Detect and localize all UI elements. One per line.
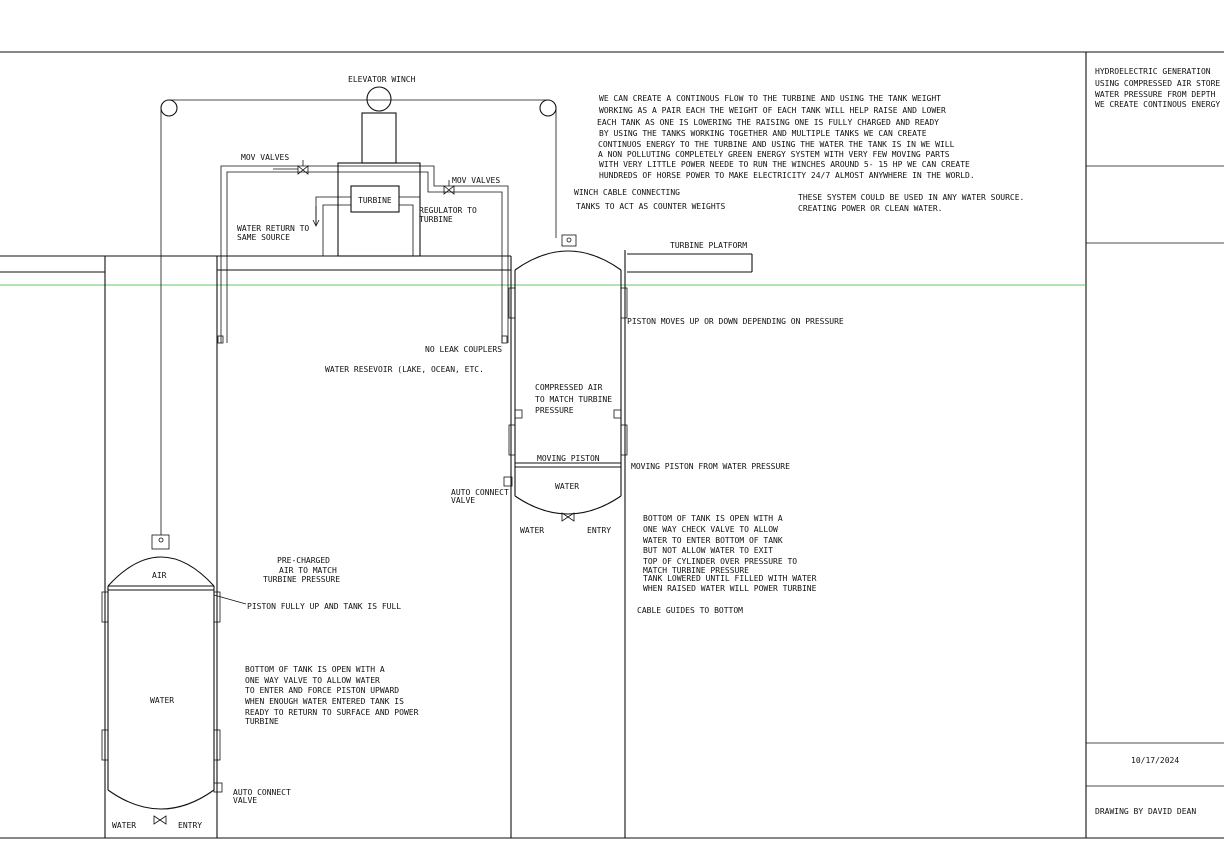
note-line: TANK LOWERED UNTIL FILLED WITH WATER: [643, 574, 817, 583]
label-winch-cable-1: WINCH CABLE CONNECTING: [574, 188, 680, 197]
coupler-left: [217, 335, 224, 344]
note-line: CONTINUOS ENERGY TO THE TURBINE AND USIN…: [598, 140, 955, 149]
title-line-2: USING COMPRESSED AIR STORE: [1095, 79, 1220, 88]
note-line: WE CAN CREATE A CONTINOUS FLOW TO THE TU…: [599, 94, 941, 103]
label-moving-piston-from: MOVING PISTON FROM WATER PRESSURE: [631, 462, 790, 471]
label-mov-valves-left: MOV VALVES: [241, 153, 289, 162]
title-line-1: HYDROELECTRIC GENERATION: [1095, 67, 1211, 76]
title-block: HYDROELECTRIC GENERATION USING COMPRESSE…: [1095, 67, 1220, 816]
label-water-left-tank: WATER: [150, 696, 174, 705]
left-pulley: [160, 99, 178, 117]
title-line-4: WE CREATE CONTINOUS ENERGY: [1095, 100, 1220, 109]
label-no-leak-couplers: NO LEAK COUPLERS: [425, 345, 502, 354]
label-water-return-1: WATER RETURN TO: [237, 224, 309, 233]
note-line: EACH TANK AS ONE IS LOWERING THE RAISING…: [597, 118, 939, 127]
mov-valve-right: [443, 185, 455, 195]
note-line: ONE WAY CHECK VALVE TO ALLOW: [643, 525, 778, 534]
label-entry-left-bottom: ENTRY: [178, 821, 202, 830]
label-regulator-2: TURBINE: [419, 215, 453, 224]
label-elevator-winch: ELEVATOR WINCH: [348, 75, 416, 84]
drawing-date: 10/17/2024: [1131, 756, 1179, 765]
winch-housing: [361, 112, 397, 164]
mov-valve-left: [297, 165, 309, 175]
note-line: WITH VERY LITTLE POWER NEEDE TO RUN THE …: [599, 160, 970, 169]
label-piston-full: PISTON FULLY UP AND TANK IS FULL: [247, 602, 401, 611]
note-line: BOTTOM OF TANK IS OPEN WITH A: [643, 514, 783, 523]
note-line: A NON POLLUTING COMPLETELY GREEN ENERGY …: [598, 150, 950, 159]
note-line: ONE WAY VALVE TO ALLOW WATER: [245, 676, 380, 685]
note-line: BOTTOM OF TANK IS OPEN WITH A: [245, 665, 385, 674]
top-note: WE CAN CREATE A CONTINOUS FLOW TO THE TU…: [597, 94, 975, 180]
shaft-walls: [104, 250, 626, 838]
label-turbine: TURBINE: [358, 196, 392, 205]
note-line: BY USING THE TANKS WORKING TOGETHER AND …: [599, 129, 927, 138]
label-water-right-tank: WATER: [555, 482, 579, 491]
side-note-line-2: CREATING POWER OR CLEAN WATER.: [798, 204, 943, 213]
note-line: MATCH TURBINE PRESSURE: [643, 566, 749, 575]
note-line: WHEN ENOUGH WATER ENTERED TANK IS: [245, 697, 404, 706]
label-piston-moves: PISTON MOVES UP OR DOWN DEPENDING ON PRE…: [627, 317, 844, 326]
label-water-right-bottom: WATER: [520, 526, 544, 535]
label-regulator-1: REGULATOR TO: [419, 206, 477, 215]
note-line: BUT NOT ALLOW WATER TO EXIT: [643, 546, 773, 555]
bottom-right-note: BOTTOM OF TANK IS OPEN WITH A ONE WAY CH…: [643, 514, 817, 593]
label-compressed-air-1: COMPRESSED AIR: [535, 383, 603, 392]
label-moving-piston: MOVING PISTON: [537, 454, 600, 463]
label-compressed-air-2: TO MATCH TURBINE: [535, 395, 612, 404]
note-line: WHEN RAISED WATER WILL POWER TURBINE: [643, 584, 817, 593]
left-tank: [101, 534, 247, 825]
label-precharged-2: AIR TO MATCH: [279, 566, 337, 575]
label-reservoir: WATER RESEVOIR (LAKE, OCEAN, ETC.: [325, 365, 484, 374]
note-line: HUNDREDS OF HORSE POWER TO MAKE ELECTRIC…: [599, 171, 975, 180]
label-cable-guides: CABLE GUIDES TO BOTTOM: [637, 606, 743, 615]
label-auto-connect-right-2: VALVE: [451, 496, 475, 505]
bottom-left-note: BOTTOM OF TANK IS OPEN WITH A ONE WAY VA…: [245, 665, 419, 726]
note-line: READY TO RETURN TO SURFACE AND POWER: [245, 708, 419, 717]
label-turbine-platform: TURBINE PLATFORM: [670, 241, 747, 250]
right-pulley: [539, 99, 557, 117]
label-auto-connect-left-1: AUTO CONNECT: [233, 788, 291, 797]
drawing-frame: [0, 51, 1224, 839]
winch-base: [337, 162, 421, 257]
label-mov-valves-right: MOV VALVES: [452, 176, 500, 185]
note-line: TURBINE: [245, 717, 279, 726]
note-line: WORKING AS A PAIR EACH THE WEIGHT OF EAC…: [599, 106, 946, 115]
label-precharged-3: TURBINE PRESSURE: [263, 575, 340, 584]
note-line: TO ENTER AND FORCE PISTON UPWARD: [245, 686, 399, 695]
label-auto-connect-left-2: VALVE: [233, 796, 257, 805]
label-water-left-bottom: WATER: [112, 821, 136, 830]
coupler-right: [501, 335, 508, 344]
side-note-line-1: THESE SYSTEM COULD BE USED IN ANY WATER …: [798, 193, 1024, 202]
platforms: [0, 253, 753, 273]
title-line-3: WATER PRESSURE FROM DEPTH: [1095, 90, 1216, 99]
piping: [217, 160, 509, 344]
drawn-by: DRAWING BY DAVID DEAN: [1095, 807, 1196, 816]
label-auto-connect-right-1: AUTO CONNECT: [451, 488, 509, 497]
note-line: WATER TO ENTER BOTTOM OF TANK: [643, 536, 783, 545]
winch-system: [160, 86, 557, 535]
elevator-winch-drum: [366, 86, 392, 112]
label-compressed-air-3: PRESSURE: [535, 406, 574, 415]
right-tank: [503, 234, 628, 522]
label-water-return-2: SAME SOURCE: [237, 233, 290, 242]
label-precharged-1: PRE-CHARGED: [277, 556, 330, 565]
label-entry-right-bottom: ENTRY: [587, 526, 611, 535]
note-line: TOP OF CYLINDER OVER PRESSURE TO: [643, 557, 797, 566]
label-air-left-tank: AIR: [152, 571, 167, 580]
label-winch-cable-2: TANKS TO ACT AS COUNTER WEIGHTS: [576, 202, 725, 211]
turbine-box: [350, 185, 400, 213]
